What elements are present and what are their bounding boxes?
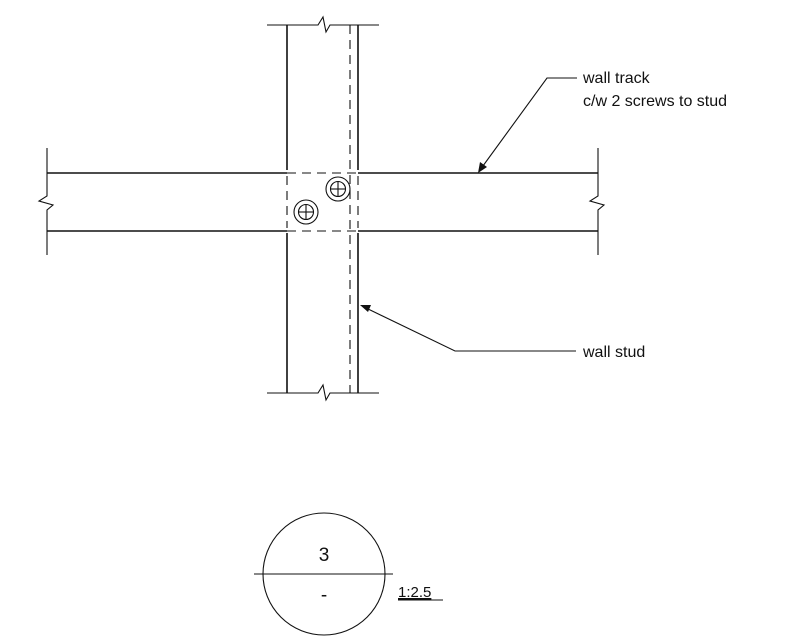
- wall-stud: [286, 25, 359, 393]
- screw-icon: [293, 199, 319, 225]
- stud-leader: [360, 305, 576, 352]
- track-callout-line2: c/w 2 screws to stud: [583, 93, 727, 110]
- track-left-break: [37, 148, 55, 255]
- detail-number: 3: [319, 545, 330, 566]
- detail-reference-bubble: [254, 512, 393, 636]
- detail-sheet: -: [321, 585, 327, 606]
- track-leader: [478, 77, 577, 173]
- stud-bottom-break: [267, 383, 379, 402]
- wall-track: [47, 172, 598, 232]
- stud-callout: wall stud: [582, 344, 645, 361]
- track-callout-line1: wall track: [582, 70, 651, 87]
- stud-top-break: [267, 15, 379, 34]
- screw-icon: [325, 176, 351, 202]
- track-right-break: [588, 148, 606, 255]
- detail-scale: 1:2.5: [398, 584, 431, 601]
